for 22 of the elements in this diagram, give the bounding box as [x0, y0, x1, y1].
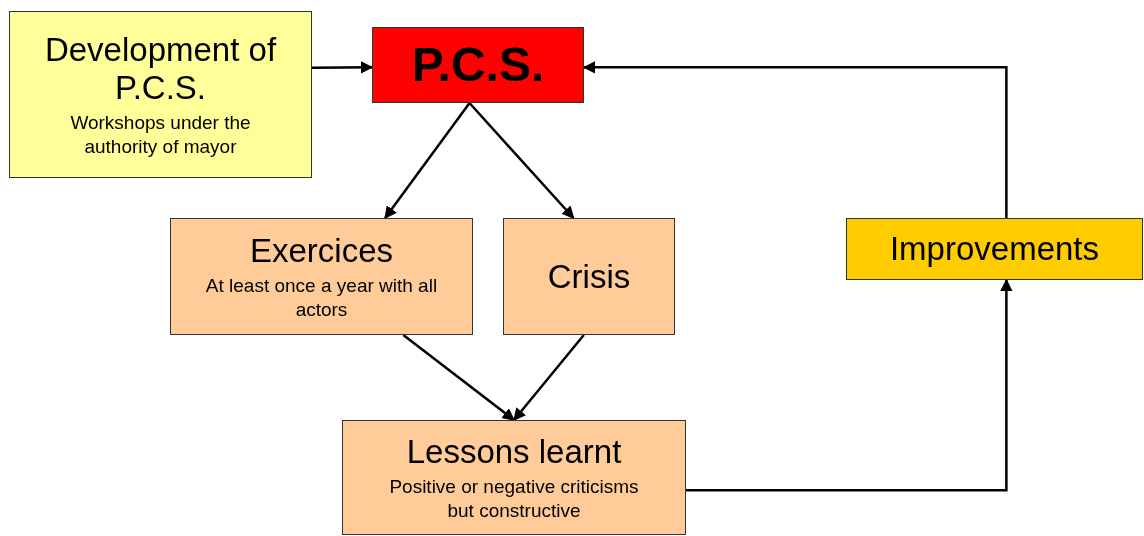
process-box	[342, 420, 686, 535]
arrow	[384, 102, 471, 219]
box-heading: Crisis	[547, 257, 631, 296]
arrow	[312, 61, 374, 74]
process-box	[503, 218, 675, 335]
process-box	[846, 218, 1143, 280]
process-box	[9, 11, 312, 178]
box-description: Positive or negative criticisms but constructive	[388, 474, 640, 523]
box-heading: Development of P.C.S.	[43, 30, 278, 107]
box-heading: Exercices	[249, 231, 393, 270]
box-heading: Improvements	[889, 230, 1100, 268]
arrow	[468, 102, 575, 219]
box-description: Workshops under the authority of mayor	[69, 110, 252, 159]
box-description: At least once a year with all actors	[204, 273, 439, 322]
arrow	[402, 334, 515, 421]
process-box	[170, 218, 473, 335]
box-heading: Lessons learnt	[406, 432, 622, 471]
arrow	[582, 61, 1008, 218]
arrow	[686, 278, 1013, 492]
title-box	[372, 27, 584, 103]
box-heading: P.C.S.	[411, 37, 545, 93]
arrow	[513, 334, 585, 421]
